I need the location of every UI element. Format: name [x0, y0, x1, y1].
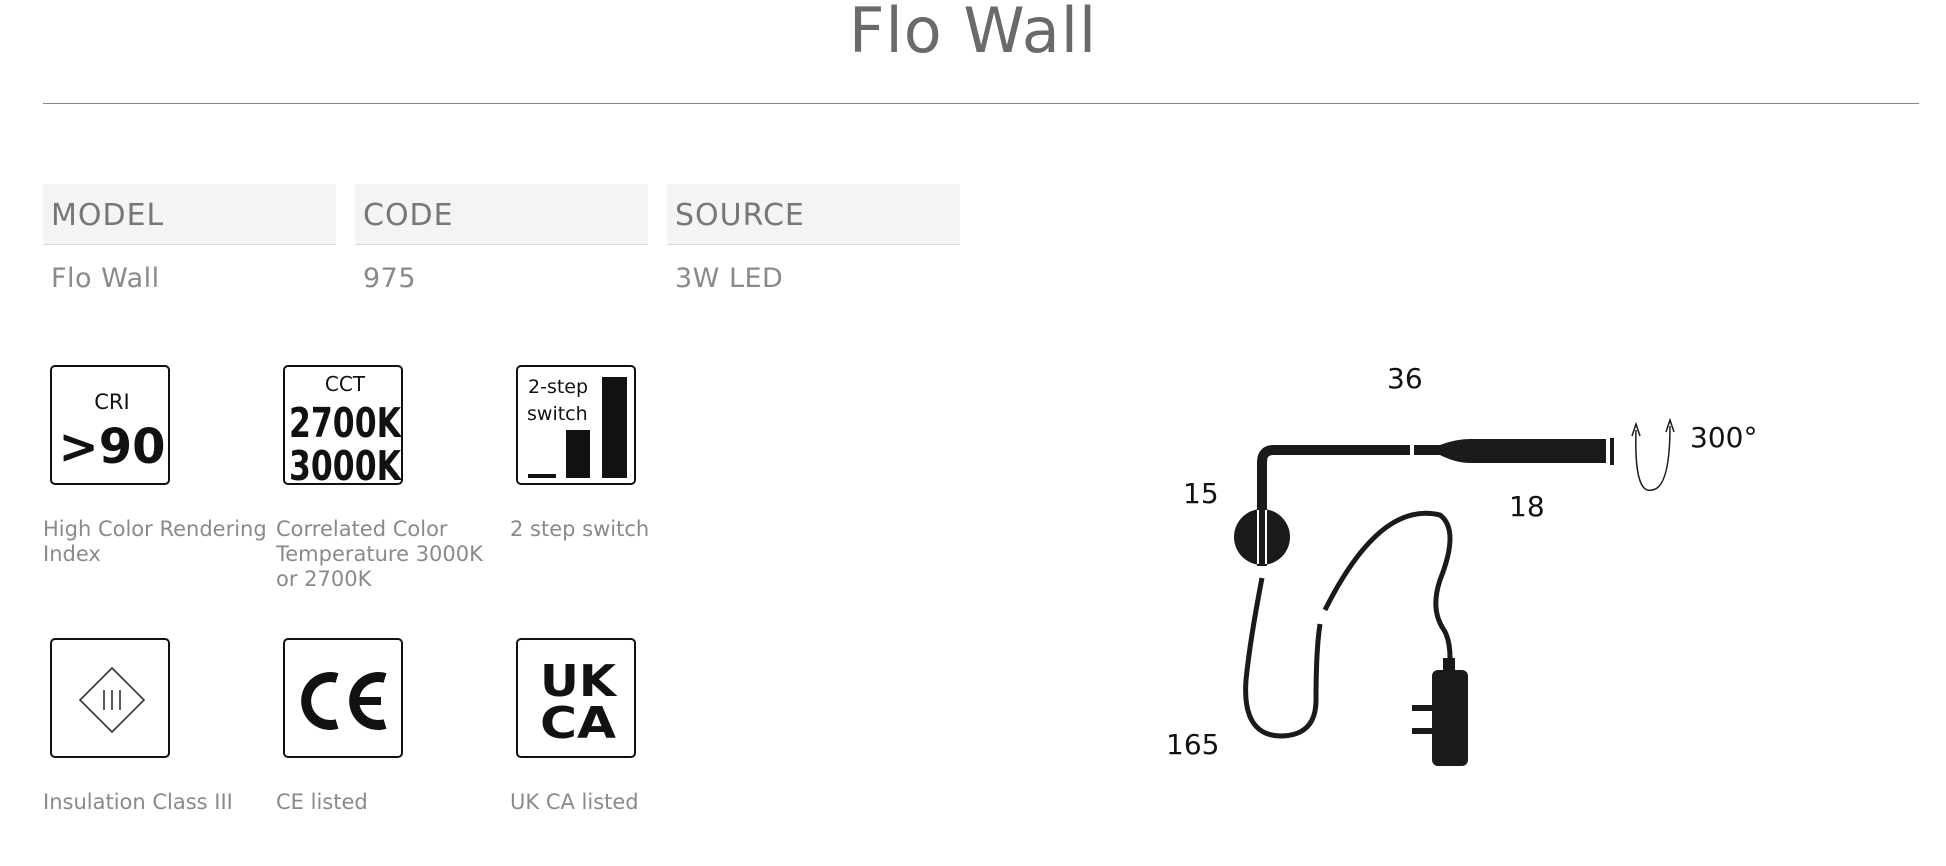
- feature-ukca: UK CA: [516, 638, 636, 758]
- dimension-rotation: 300°: [1690, 421, 1758, 454]
- ukca-icon-line-2: CA: [540, 698, 616, 749]
- spec-model-value: Flo Wall: [51, 263, 160, 294]
- feature-two-step-switch: 2-step switch: [516, 365, 636, 485]
- feature-caption: CE listed: [276, 790, 368, 814]
- spec-source-value: 3W LED: [675, 263, 784, 294]
- spec-code-value: 975: [363, 263, 417, 294]
- spec-source: SOURCE 3W LED: [667, 184, 960, 294]
- feature-caption: Insulation Class III: [43, 790, 233, 814]
- spec-code-label: CODE: [355, 184, 648, 245]
- ce-mark-icon: [283, 638, 403, 758]
- feature-cct-caption-wrap: Correlated Color Temperature 3000K or 27…: [276, 517, 486, 592]
- feature-caption: High Color Rendering Index: [43, 517, 267, 566]
- feature-cct: CCT 2700K 3000K: [283, 365, 403, 485]
- switch-icon-label-2: switch: [527, 403, 588, 425]
- ukca-icon-line-1: UK: [540, 656, 618, 707]
- cri-icon: CRI >90: [50, 365, 170, 485]
- spec-model-label: MODEL: [43, 184, 336, 245]
- cri-icon-value: >90: [58, 419, 165, 475]
- lamp-drawing: [1234, 417, 1675, 766]
- ukca-mark-icon: UK CA: [516, 638, 636, 758]
- cct-icon-value-2: 3000K: [289, 442, 403, 485]
- feature-cri-caption-wrap: High Color Rendering Index: [43, 517, 268, 567]
- product-dimension-diagram: 36 15 18 165 300°: [1140, 340, 1840, 790]
- feature-cri: CRI >90: [50, 365, 170, 485]
- dimension-wall-mount: 15: [1183, 477, 1219, 510]
- feature-switch-caption-wrap: 2 step switch: [510, 517, 735, 542]
- spec-source-label: SOURCE: [667, 184, 960, 245]
- cct-icon-label: CCT: [325, 372, 366, 396]
- feature-caption: Correlated Color Temperature 3000K or 27…: [276, 517, 483, 591]
- cri-icon-label: CRI: [94, 390, 129, 414]
- cct-icon-value-1: 2700K: [289, 399, 403, 447]
- title-divider: [43, 103, 1919, 104]
- feature-ce-caption-wrap: CE listed: [276, 790, 501, 815]
- dimension-top-length: 36: [1387, 362, 1423, 395]
- page-title: Flo Wall: [848, 0, 1098, 67]
- spec-code: CODE 975: [355, 184, 648, 294]
- feature-insulation: [50, 638, 170, 758]
- cct-icon: CCT 2700K 3000K: [283, 365, 403, 485]
- feature-caption: UK CA listed: [510, 790, 639, 814]
- feature-caption: 2 step switch: [510, 517, 650, 541]
- insulation-class-iii-icon: [50, 638, 170, 758]
- switch-icon-label-1: 2-step: [528, 376, 588, 398]
- two-step-switch-icon: 2-step switch: [516, 365, 636, 485]
- feature-ukca-caption-wrap: UK CA listed: [510, 790, 735, 815]
- dimension-head: 18: [1509, 490, 1545, 523]
- dimension-cable: 165: [1166, 728, 1220, 761]
- spec-model: MODEL Flo Wall: [43, 184, 336, 294]
- feature-insulation-caption-wrap: Insulation Class III: [43, 790, 268, 815]
- feature-ce: [283, 638, 403, 758]
